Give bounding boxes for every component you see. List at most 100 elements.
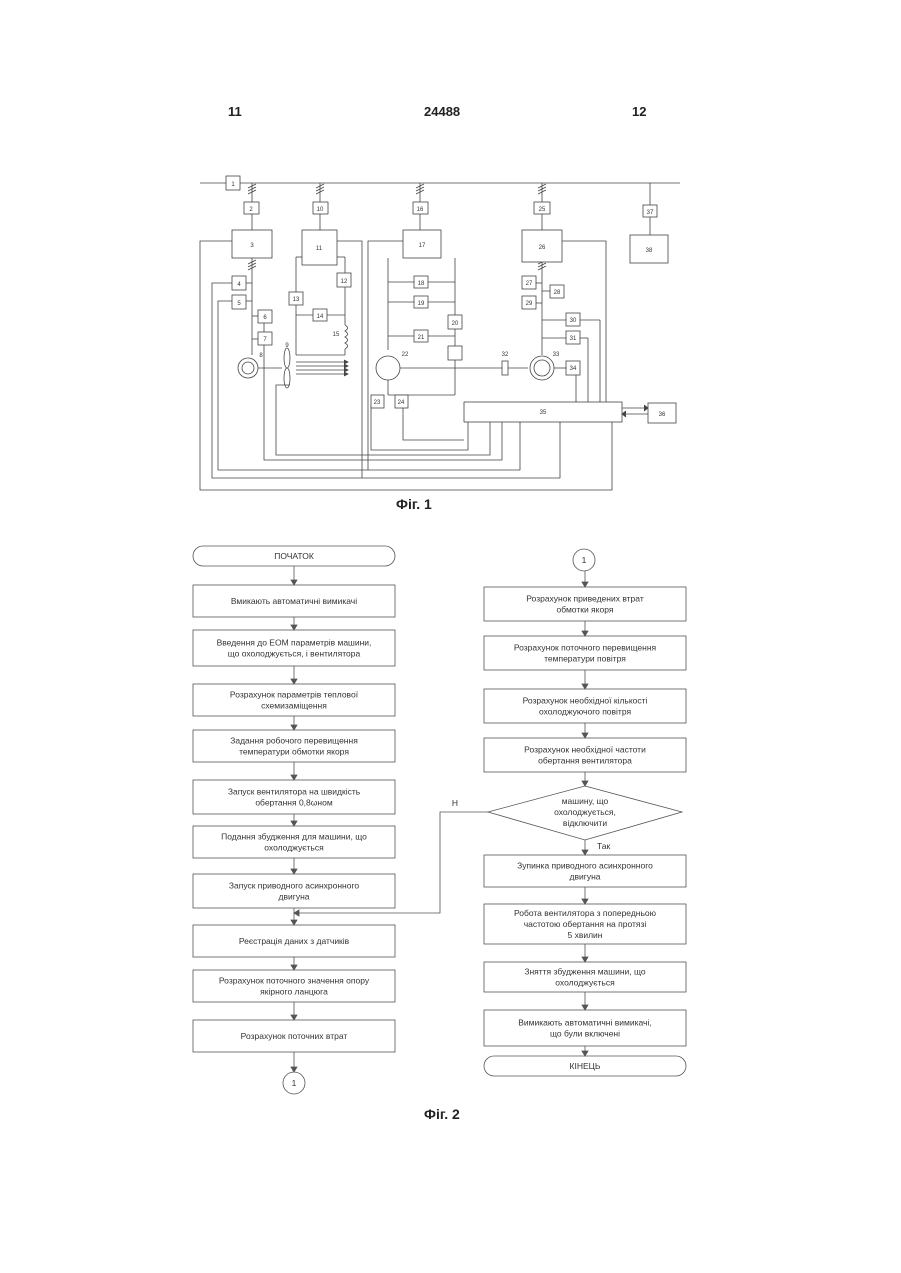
flow-step-after-text: охолоджується	[555, 978, 615, 988]
label-36: 36	[659, 412, 666, 418]
flow-step-right-text: Розрахунок приведених втрат	[526, 594, 644, 604]
flow-step-left	[193, 874, 395, 908]
flow-step-after	[484, 855, 686, 887]
flow-step-right-text: охолоджуючого повітря	[539, 707, 632, 717]
flow-step-left-text: обертання 0,8ωном	[255, 798, 333, 808]
flow-start	[193, 546, 395, 566]
label-12: 12	[341, 279, 348, 285]
flow-step-left-text: Подання збудження для машини, що	[221, 832, 367, 842]
flow-step-left-text: Вмикають автоматичні вимикачі	[231, 596, 357, 606]
flow-step-right-text: Розрахунок необхідної частоти	[524, 745, 646, 755]
flow-step-left-text: якірного ланцюга	[260, 987, 328, 997]
label-15: 15	[333, 332, 340, 338]
flow-step-after	[484, 904, 686, 944]
block-22-box	[448, 346, 462, 360]
decision-yes-label: Так	[597, 841, 611, 851]
label-27: 27	[526, 281, 533, 287]
flow-step-right	[484, 636, 686, 670]
flow-step-left-text: Задання робочого перевищення	[230, 736, 358, 746]
flow-step-left	[193, 780, 395, 814]
flow-step-left-text: що охолоджується, і вентилятора	[228, 649, 361, 659]
flow-step-left-text: Реєстрація даних з датчиків	[239, 936, 350, 946]
label-19: 19	[418, 301, 425, 307]
flow-step-left-text: Введення до ЕОМ параметрів машини,	[217, 638, 372, 648]
flow-step-left-text: двигуна	[279, 892, 310, 902]
label-8: 8	[259, 353, 263, 359]
flow-step-left	[193, 970, 395, 1002]
fig1-caption: Фіг. 1	[396, 496, 432, 512]
label-13: 13	[293, 297, 300, 303]
flow-step-left	[193, 585, 395, 617]
label-9: 9	[285, 343, 289, 349]
flow-step-left-text: Розрахунок параметрів теплової	[230, 690, 359, 700]
flow-step-right-text: обмотки якоря	[557, 605, 614, 615]
label-26: 26	[539, 245, 546, 251]
flow-step-left	[193, 1020, 395, 1052]
label-11: 11	[316, 246, 323, 252]
label-16: 16	[417, 207, 424, 213]
flow-step-right	[484, 738, 686, 772]
flow-end-text: КІНЕЦЬ	[570, 1061, 601, 1071]
label-17: 17	[419, 243, 426, 249]
label-38: 38	[646, 248, 653, 254]
label-22: 22	[402, 352, 409, 358]
flow-step-right-text: Розрахунок необхідної кількості	[523, 696, 648, 706]
flow-step-after-text: Робота вентилятора з попередньою	[514, 908, 657, 918]
label-18: 18	[418, 281, 425, 287]
label-14: 14	[317, 314, 324, 320]
label-21: 21	[418, 335, 425, 341]
flow-step-after-text: двигуна	[570, 872, 601, 882]
flow-step-after-text: що були включені	[550, 1029, 620, 1039]
label-20: 20	[452, 321, 459, 327]
flow-step-left-text: Запуск приводного асинхронного	[229, 881, 360, 891]
label-34: 34	[570, 366, 577, 372]
label-29: 29	[526, 301, 533, 307]
label-35: 35	[540, 410, 547, 416]
flow-step-left-text: схемизаміщення	[261, 701, 327, 711]
flow-start-text: ПОЧАТОК	[274, 551, 314, 561]
flow-step-after-text: Вимикають автоматичні вимикачі,	[518, 1018, 651, 1028]
label-28: 28	[554, 290, 561, 296]
label-37: 37	[647, 210, 654, 216]
block-32	[502, 361, 508, 375]
connector-top	[573, 549, 595, 571]
label-23: 23	[374, 400, 381, 406]
flow-step-left	[193, 684, 395, 716]
flow-step-left	[193, 630, 395, 666]
label-32: 32	[502, 352, 509, 358]
fig1-schematic: 1 2 3 4 5 6 7 8 9 10 11 12 13 14 15 16 1…	[0, 0, 901, 530]
flow-step-right-text: температури повітря	[544, 654, 626, 664]
fig2-caption: Фіг. 2	[424, 1106, 460, 1122]
flow-decision	[488, 786, 682, 840]
flow-step-right	[484, 587, 686, 621]
flow-step-after	[484, 962, 686, 992]
flow-step-after-text: Зупинка приводного асинхронного	[517, 861, 653, 871]
label-24: 24	[398, 400, 405, 406]
connector-bottom-text: 1	[292, 1078, 297, 1088]
flow-decision-text: охолоджується,	[554, 807, 616, 817]
flow-step-left	[193, 925, 395, 957]
flow-step-left	[193, 826, 395, 858]
label-10: 10	[317, 207, 324, 213]
flow-step-left-text: Запуск вентилятора на швидкість	[228, 787, 361, 797]
flow-step-left	[193, 730, 395, 762]
flow-step-after-text: 5 хвилин	[567, 930, 602, 940]
label-25: 25	[539, 207, 546, 213]
connector-top-text: 1	[582, 555, 587, 565]
flow-step-right-text: Розрахунок поточного перевищення	[514, 643, 657, 653]
flow-step-after-text: частотою обертання на протязі	[524, 919, 647, 929]
decision-no-label: Н	[452, 798, 458, 808]
flow-end	[484, 1056, 686, 1076]
flow-step-left-text: Розрахунок поточного значення опору	[219, 976, 370, 986]
flow-step-left-text: Розрахунок поточних втрат	[241, 1031, 348, 1041]
flow-decision-text: машину, що	[562, 796, 609, 806]
flow-step-right	[484, 689, 686, 723]
flow-step-after	[484, 1010, 686, 1046]
flow-decision-text: відключити	[563, 818, 607, 828]
label-33: 33	[553, 352, 560, 358]
label-30: 30	[570, 318, 577, 324]
flow-step-left-text: температури обмотки якоря	[239, 747, 349, 757]
connector-bottom	[283, 1072, 305, 1094]
flow-step-right-text: обертання вентилятора	[538, 756, 632, 766]
flow-step-after-text: Зняття збудження машини, що	[524, 967, 646, 977]
